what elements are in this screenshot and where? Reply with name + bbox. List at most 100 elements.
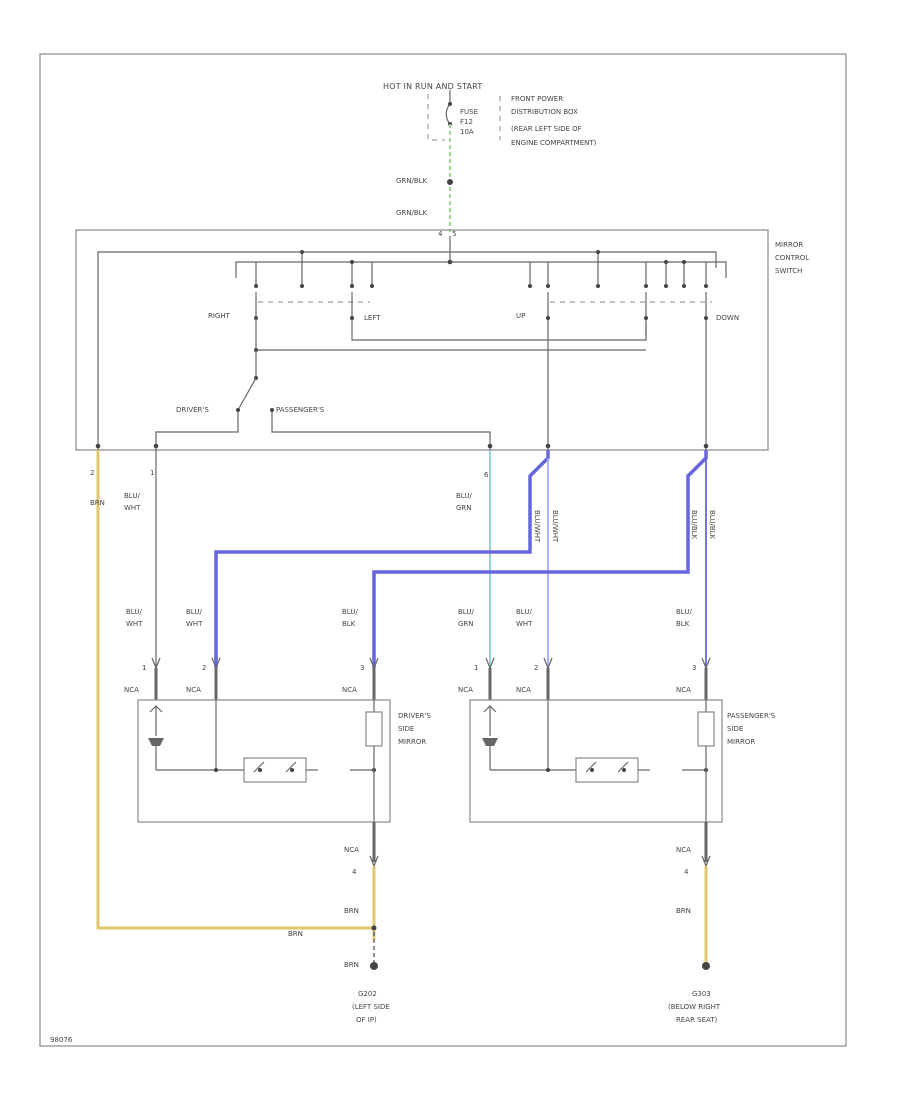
driver-ground-connector-label: NCA xyxy=(344,846,359,854)
svg-text:BLU/: BLU/ xyxy=(126,608,142,616)
switch-pin-1-wire-2: WHT xyxy=(124,504,141,512)
driver-mirror-motor-2-icon xyxy=(365,711,383,747)
driver-mirror-name-3: MIRROR xyxy=(398,738,426,746)
blu-wht-up-to-driver-wire xyxy=(214,450,550,668)
split-wire-label-2: BLU/WHT xyxy=(551,510,559,543)
switch-name-3: SWITCH xyxy=(775,267,802,275)
svg-text:WHT: WHT xyxy=(516,620,533,628)
fuse-label: FUSE xyxy=(460,108,478,116)
diagram-frame xyxy=(39,53,847,1047)
switch-crossover-bus xyxy=(351,322,647,341)
passenger-mirror-motor-2-icon xyxy=(697,711,715,747)
svg-text:NCA: NCA xyxy=(676,686,691,694)
passenger-mirror-motor-icon xyxy=(575,757,639,783)
svg-text:1: 1 xyxy=(142,664,146,672)
power-box-note-2: DISTRIBUTION BOX xyxy=(511,108,578,116)
selector-passenger-output xyxy=(271,412,491,450)
switch-pin-1-dot xyxy=(153,443,159,449)
switch-pin-down-dot xyxy=(703,443,709,449)
passenger-mirror-internals xyxy=(482,700,715,822)
svg-text:1: 1 xyxy=(474,664,478,672)
fuse-rating: 10A xyxy=(460,128,474,136)
switch-pin-2-dot xyxy=(95,443,101,449)
selector-drivers-label: DRIVER'S xyxy=(176,406,209,414)
driver-mirror-heater-icon xyxy=(148,738,164,746)
g202-label-2: (LEFT SIDE xyxy=(352,1003,390,1011)
selector-driver-output xyxy=(155,412,239,450)
g202-label-1: G202 xyxy=(358,990,377,998)
ground-g303-dot xyxy=(702,962,710,970)
diagram-code: 98076 xyxy=(50,1036,73,1044)
switch-common-return xyxy=(255,318,646,351)
svg-text:BLU/: BLU/ xyxy=(458,608,474,616)
svg-text:NCA: NCA xyxy=(458,686,473,694)
blu-blk-down-to-driver-wire xyxy=(372,450,708,668)
switch-contacts xyxy=(254,292,708,450)
switch-pin-2-label: 2 xyxy=(90,469,94,477)
passenger-ground-wire-label: BRN xyxy=(676,907,691,915)
power-box-note-4: ENGINE COMPARTMENT) xyxy=(511,139,597,147)
switch-feed-node xyxy=(447,259,453,265)
feed-wire-label-1: GRN/BLK xyxy=(396,177,428,185)
feed-wire-label-2: GRN/BLK xyxy=(396,209,428,217)
fuse-terminal-top xyxy=(448,102,452,106)
svg-text:3: 3 xyxy=(360,664,364,672)
svg-text:BLU/: BLU/ xyxy=(516,608,532,616)
ground-splice-dot xyxy=(371,925,377,931)
svg-text:NCA: NCA xyxy=(342,686,357,694)
switch-name-1: MIRROR xyxy=(775,241,803,249)
pin-mark-5: 5 xyxy=(452,230,456,238)
switch-name-2: CONTROL xyxy=(775,254,809,262)
power-box-note-3: (REAR LEFT SIDE OF xyxy=(511,125,582,133)
g202-label-3: OF IP) xyxy=(356,1016,377,1024)
driver-ground-pin: 4 xyxy=(352,868,357,876)
hot-in-run-label: HOT IN RUN AND START xyxy=(383,82,482,91)
fuse-box-outline xyxy=(427,94,445,141)
split-wire-label-1: BLU/WHT xyxy=(533,510,541,543)
svg-text:GRN: GRN xyxy=(458,620,474,628)
switch-pin-up-dot xyxy=(545,443,551,449)
passenger-mirror-pin-labels: BLU/ GRN BLU/ WHT BLU/ BLK 1 2 3 NCA NCA… xyxy=(458,608,696,694)
svg-text:2: 2 xyxy=(202,664,206,672)
split-wire-label-4: BLU/BLK xyxy=(708,510,716,540)
bottom-brn-wire-label: BRN xyxy=(288,930,303,938)
g303-label-3: REAR SEAT) xyxy=(676,1016,718,1024)
driver-mirror-pin-labels: BLU/ WHT BLU/ WHT BLU/ BLK 1 2 3 NCA NCA… xyxy=(124,608,364,694)
selector-blade xyxy=(237,377,257,411)
switch-pin-6-label: 6 xyxy=(484,471,489,479)
svg-text:NCA: NCA xyxy=(516,686,531,694)
svg-text:BLK: BLK xyxy=(676,620,690,628)
selector-passengers-label: PASSENGER'S xyxy=(276,406,325,414)
switch-bus-common xyxy=(235,261,727,278)
ground-g202-dot xyxy=(370,962,378,970)
switch-taps xyxy=(254,250,708,288)
svg-text:2: 2 xyxy=(534,664,538,672)
svg-text:WHT: WHT xyxy=(126,620,143,628)
mirror-control-switch-box xyxy=(75,229,769,451)
svg-text:BLU/: BLU/ xyxy=(342,608,358,616)
svg-text:BLK: BLK xyxy=(342,620,356,628)
switch-pin-1-wire-1: BLU/ xyxy=(124,492,140,500)
selector-contact-passenger xyxy=(270,408,274,412)
power-box-note-1: FRONT POWER xyxy=(511,95,563,103)
passenger-mirror-connectors xyxy=(485,657,711,700)
switch-right-label: RIGHT xyxy=(208,312,231,320)
feed-connector-dot xyxy=(447,179,453,185)
svg-text:WHT: WHT xyxy=(186,620,203,628)
switch-pin-6-dot xyxy=(487,443,493,449)
passenger-side-mirror-box xyxy=(469,699,723,823)
driver-mirror-name-2: SIDE xyxy=(398,725,414,733)
driver-mirror-name-1: DRIVER'S xyxy=(398,712,431,720)
switch-down-label: DOWN xyxy=(716,314,739,322)
fuse-symbol xyxy=(445,103,451,125)
driver-mirror-internals xyxy=(148,700,383,822)
driver-ground-wire-label: BRN xyxy=(344,907,359,915)
switch-bus-top xyxy=(97,251,717,450)
svg-text:NCA: NCA xyxy=(124,686,139,694)
svg-text:BLU/: BLU/ xyxy=(676,608,692,616)
brn-wire-left xyxy=(96,450,374,930)
driver-mirror-connectors xyxy=(151,657,379,700)
switch-pin-2-wire: BRN xyxy=(90,499,105,507)
passenger-ground-pin: 4 xyxy=(684,868,689,876)
